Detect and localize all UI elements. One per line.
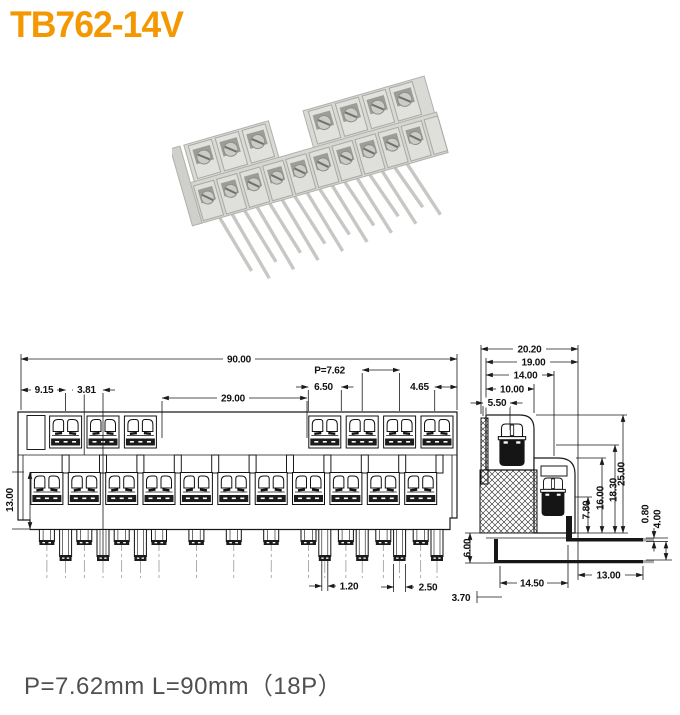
- photo-front-row: [185, 111, 449, 225]
- dim-lead-13: 13.00: [596, 571, 621, 582]
- dim-pin-thickness: 1.20: [340, 582, 359, 593]
- front-dimensions: 90.00 9.15 3.81 29.00 P=7.62: [5, 353, 458, 594]
- side-view-drawing: 20.20 19.00 14.00 10.00 5.50 7.80 16.00: [452, 343, 672, 604]
- dim-row-offset: 3.81: [77, 385, 96, 396]
- dim-edge-to-first: 9.15: [35, 385, 54, 396]
- dim-depth-5-5: 5.50: [488, 398, 507, 409]
- dim-height-18-3: 18.30: [609, 477, 620, 502]
- dim-pitch: P=7.62: [314, 366, 345, 377]
- dim-body-height: 13.00: [5, 487, 16, 512]
- front-view-drawing: 90.00 9.15 3.81 29.00 P=7.62: [5, 353, 458, 594]
- photo-pins: [216, 160, 442, 280]
- dim-depth-total: 20.20: [517, 345, 542, 356]
- side-dimensions: 20.20 19.00 14.00 10.00 5.50 7.80 16.00: [452, 343, 672, 604]
- side-leads: [494, 516, 654, 564]
- technical-drawing: 90.00 9.15 3.81 29.00 P=7.62: [5, 343, 672, 604]
- spec-footer: P=7.62mm L=90mm（18P）: [24, 673, 343, 700]
- dim-center-gap: 29.00: [221, 394, 246, 405]
- photo-end-wall: [172, 145, 203, 227]
- dim-depth-14: 14.00: [513, 371, 538, 382]
- dim-tail-3-7: 3.70: [452, 593, 471, 604]
- dim-lead-gap: 4.00: [653, 509, 664, 528]
- product-photo-body: [172, 75, 449, 280]
- side-body: [479, 414, 576, 539]
- dim-last-to-edge: 4.65: [410, 382, 429, 393]
- side-hatch-block: [479, 469, 538, 534]
- dim-lead-thickness: 0.80: [641, 504, 652, 523]
- part-number-title: TB762-14V: [10, 4, 184, 45]
- dim-depth-19: 19.00: [521, 358, 546, 369]
- dim-height-7-8: 7.80: [582, 500, 593, 519]
- front-terminals-bottom-row: [29, 471, 438, 506]
- product-photo: [172, 75, 449, 280]
- dim-total-width: 90.00: [227, 355, 252, 366]
- front-pins: [38, 529, 444, 562]
- dim-opening-width: 6.50: [314, 382, 333, 393]
- dim-height-16: 16.00: [596, 485, 607, 510]
- dim-pin-width: 2.50: [419, 583, 438, 594]
- dim-height-total: 25.00: [617, 461, 628, 486]
- dim-lead-14-5: 14.50: [520, 579, 545, 590]
- dim-bottom-clearance: 6.00: [463, 538, 474, 557]
- dim-depth-10: 10.00: [500, 385, 525, 396]
- photo-back-row: [183, 75, 436, 185]
